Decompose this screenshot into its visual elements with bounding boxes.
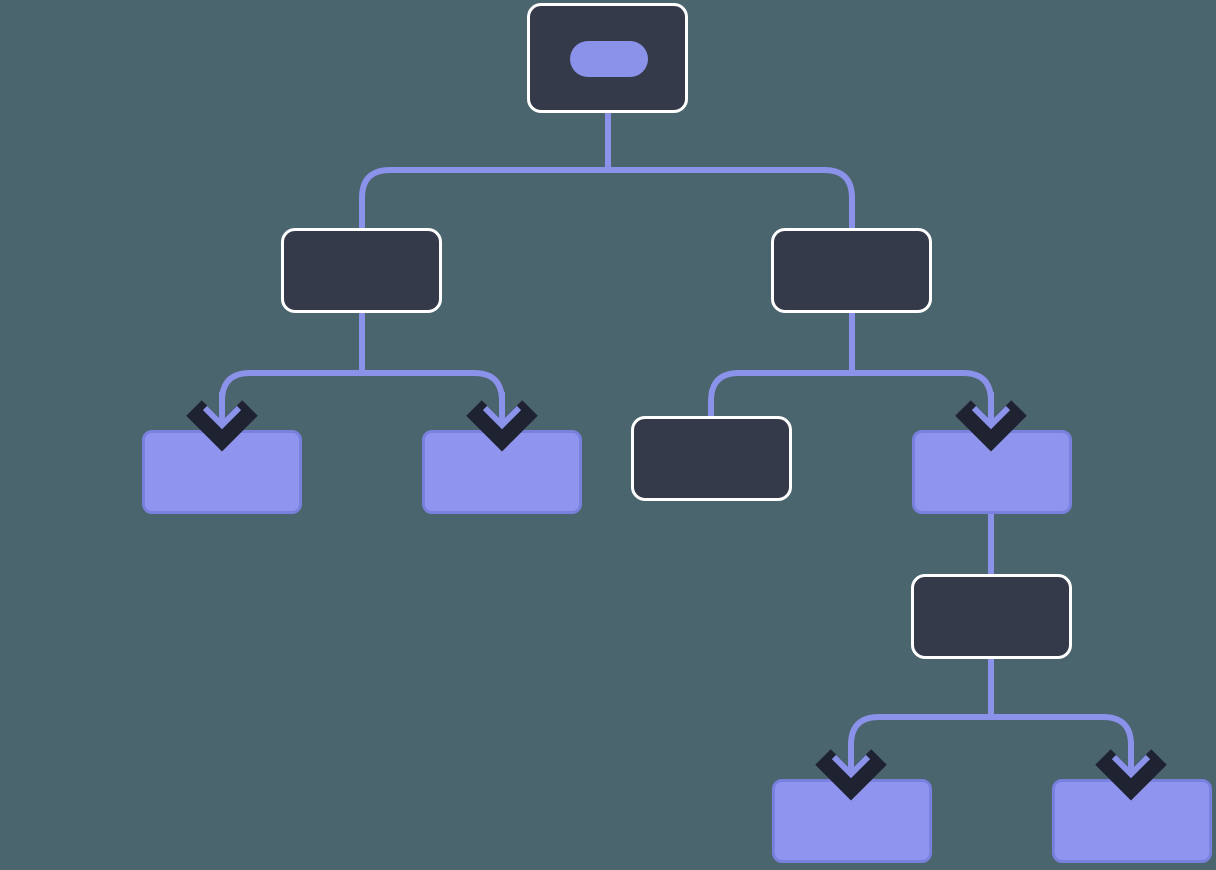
node-level3-right[interactable]	[911, 574, 1072, 659]
node-level2-right-dark[interactable]	[631, 416, 792, 501]
root-pill-badge	[570, 41, 648, 77]
node-leaf-right-b[interactable]	[912, 430, 1072, 514]
node-level1-right[interactable]	[771, 228, 932, 313]
node-leaf-bottom-b[interactable]	[1052, 779, 1212, 863]
node-leaf-left-a[interactable]	[142, 430, 302, 514]
node-leaf-bottom-a[interactable]	[772, 779, 932, 863]
node-level1-left[interactable]	[281, 228, 442, 313]
node-leaf-left-b[interactable]	[422, 430, 582, 514]
